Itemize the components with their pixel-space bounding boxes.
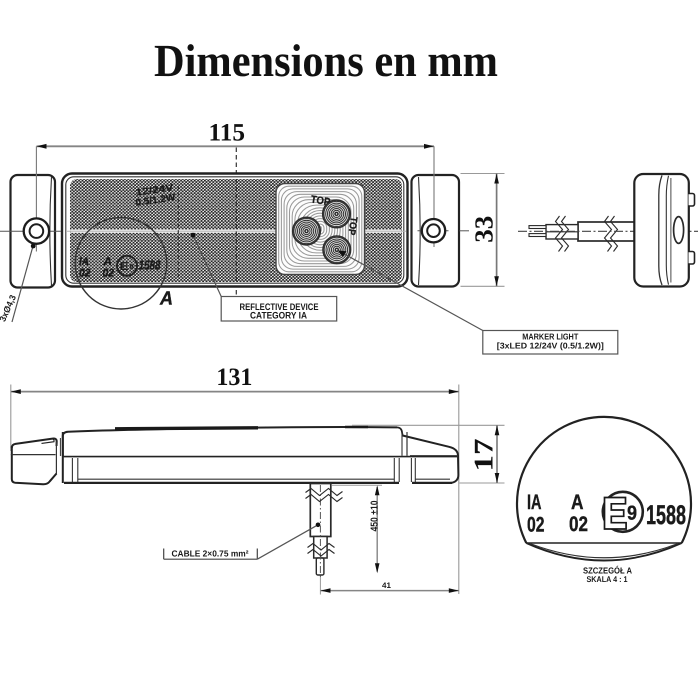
svg-text:115: 115 (209, 120, 246, 147)
svg-text:CABLE 2×0.75 mm²: CABLE 2×0.75 mm² (172, 549, 249, 559)
svg-text:1588: 1588 (646, 500, 686, 530)
svg-text:TOP: TOP (345, 216, 359, 236)
svg-text:1588: 1588 (139, 257, 161, 272)
svg-text:REFLECTIVE DEVICE: REFLECTIVE DEVICE (240, 302, 319, 313)
svg-text:9: 9 (130, 263, 134, 272)
svg-text:9: 9 (627, 503, 637, 525)
svg-text:Dimensions en mm: Dimensions en mm (154, 35, 498, 86)
svg-text:17: 17 (469, 439, 499, 472)
svg-text:02: 02 (569, 513, 588, 536)
svg-text:131: 131 (216, 364, 252, 391)
svg-text:02: 02 (79, 268, 91, 280)
svg-text:A: A (102, 256, 112, 268)
svg-text:TOP: TOP (310, 194, 331, 209)
svg-text:02: 02 (103, 268, 115, 280)
svg-text:MARKER LIGHT: MARKER LIGHT (522, 332, 579, 342)
svg-text:SZCZEGÓŁ A: SZCZEGÓŁ A (583, 566, 633, 576)
svg-text:IA: IA (79, 256, 89, 268)
svg-text:E: E (120, 261, 129, 273)
svg-text:33: 33 (470, 216, 499, 243)
svg-text:A: A (571, 491, 584, 514)
svg-text:CATEGORY IA: CATEGORY IA (250, 311, 307, 322)
svg-text:41: 41 (382, 581, 391, 590)
svg-text:[3xLED 12/24V (0.5/1.2W)]: [3xLED 12/24V (0.5/1.2W)] (497, 340, 604, 350)
svg-text:IA: IA (527, 491, 542, 514)
svg-text:450 ±10: 450 ±10 (370, 500, 381, 531)
svg-text:A: A (159, 289, 173, 310)
svg-text:02: 02 (527, 514, 545, 537)
svg-text:SKALA 4 : 1: SKALA 4 : 1 (587, 574, 628, 584)
